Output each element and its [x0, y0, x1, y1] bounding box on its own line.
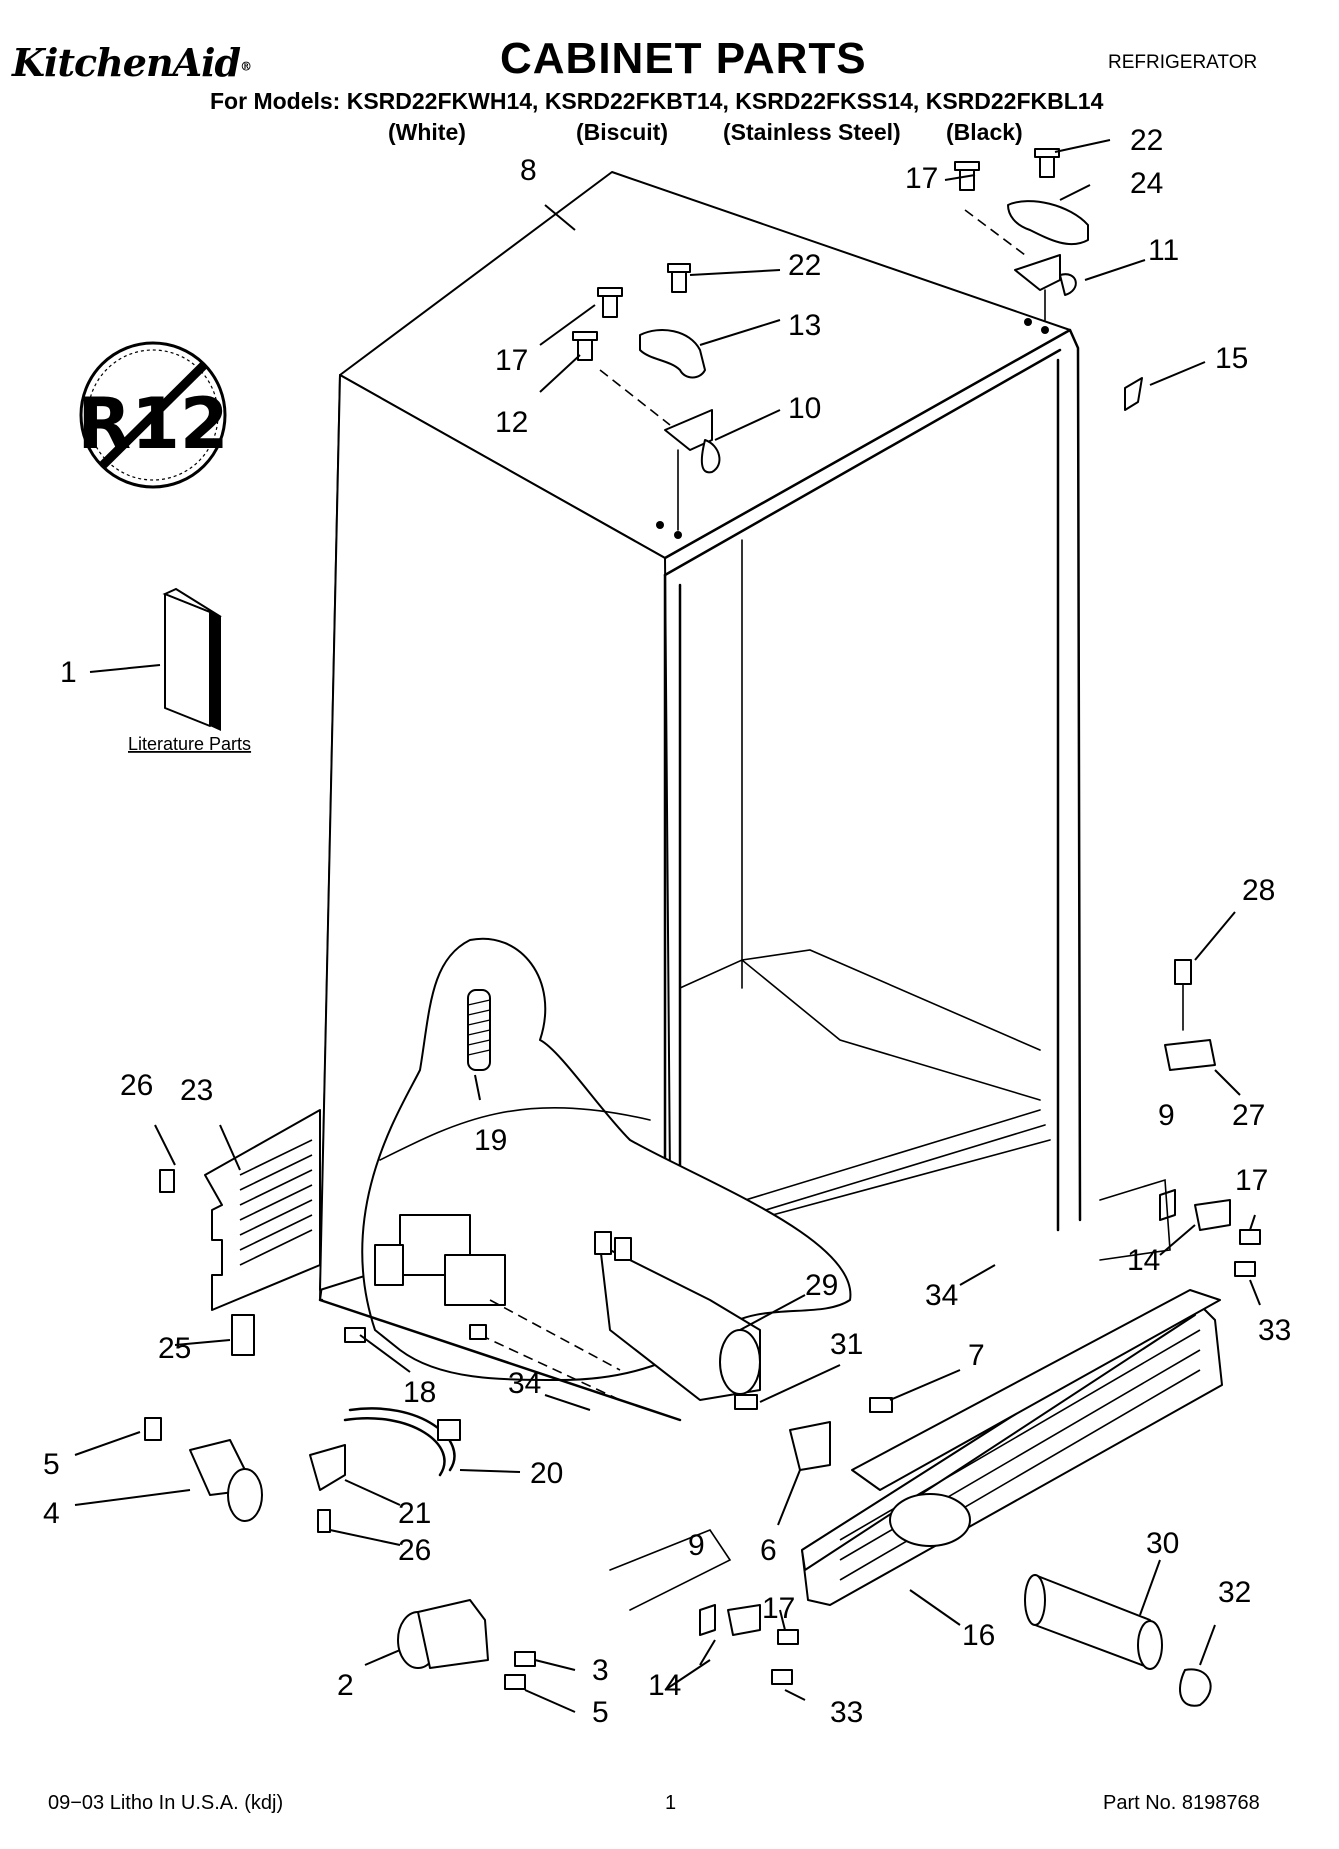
callout-6: 6 — [760, 1534, 777, 1567]
callout-2: 2 — [337, 1669, 354, 1702]
callout-31: 31 — [830, 1328, 863, 1361]
top-hinge-right — [954, 148, 1143, 411]
callout-24: 24 — [1130, 167, 1163, 200]
callout-34-left: 34 — [508, 1367, 541, 1400]
callout-17-right: 17 — [1235, 1164, 1268, 1197]
callout-9-right: 9 — [1158, 1099, 1175, 1132]
variant-white: (White) — [388, 119, 466, 145]
callout-11: 11 — [1148, 234, 1179, 267]
registered-mark: ® — [240, 59, 252, 74]
callout-9-bottom: 9 — [688, 1529, 705, 1562]
callout-26-bottom: 26 — [398, 1534, 431, 1567]
no-r12-badge: R12 — [77, 341, 229, 489]
callout-13: 13 — [788, 309, 821, 342]
page-title: CABINET PARTS — [500, 34, 867, 83]
callout-17-top-right: 17 — [905, 162, 938, 195]
part-number: Part No. 8198768 — [1103, 1792, 1260, 1814]
callout-22-top-left: 22 — [788, 249, 821, 282]
callout-3: 3 — [592, 1654, 609, 1687]
callout-14-bottom: 14 — [648, 1669, 681, 1702]
callout-18: 18 — [403, 1376, 436, 1409]
left-leveling-parts — [609, 1529, 799, 1685]
literature-booklet: Literature Parts — [128, 587, 251, 754]
callout-17-top-left: 17 — [495, 344, 528, 377]
category-label: REFRIGERATOR — [1108, 52, 1258, 73]
top-hinge-left — [572, 263, 721, 539]
cabinet-body — [318, 171, 1082, 1422]
callout-4: 4 — [43, 1497, 60, 1530]
callout-19: 19 — [474, 1124, 507, 1157]
brand-name: KitchenAid — [12, 40, 241, 85]
callout-23: 23 — [180, 1074, 213, 1107]
callout-32: 32 — [1218, 1576, 1251, 1609]
callout-15: 15 — [1215, 342, 1248, 375]
callout-5-left: 5 — [43, 1448, 60, 1481]
base-grille — [801, 1289, 1223, 1606]
clip-and-screws — [231, 1314, 893, 1471]
callout-17-bottom: 17 — [762, 1592, 795, 1625]
water-valve-coil — [467, 989, 491, 1071]
callout-34-right: 34 — [925, 1279, 958, 1312]
callout-5-bottom: 5 — [592, 1696, 609, 1729]
models-line: For Models: KSRD22FKWH14, KSRD22FKBT14, … — [210, 88, 1104, 114]
water-tube — [309, 1407, 461, 1533]
brand-logo: KitchenAid® — [12, 40, 252, 85]
variant-biscuit: (Biscuit) — [576, 119, 668, 145]
callout-21: 21 — [398, 1497, 431, 1530]
literature-parts-label: Literature Parts — [128, 734, 251, 754]
callout-29: 29 — [805, 1269, 838, 1302]
variant-stainless: (Stainless Steel) — [723, 119, 901, 145]
callout-25: 25 — [158, 1332, 191, 1365]
callout-8: 8 — [520, 154, 537, 187]
callout-22-top-right: 22 — [1130, 124, 1163, 157]
front-roller-bracket — [397, 1599, 536, 1690]
roller-assembly — [144, 1417, 263, 1522]
callout-28: 28 — [1242, 874, 1275, 907]
callout-26-left: 26 — [120, 1069, 153, 1102]
callout-1: 1 — [60, 656, 77, 689]
page-number: 1 — [665, 1792, 677, 1814]
callout-numbers: 1 8 22 17 24 11 15 22 13 10 17 12 19 26 … — [43, 124, 1291, 1729]
callout-16: 16 — [962, 1619, 995, 1652]
callout-33-bottom: 33 — [830, 1696, 863, 1729]
water-filter — [1024, 1574, 1212, 1707]
variant-black: (Black) — [946, 119, 1023, 145]
rear-access-panel — [159, 1109, 321, 1311]
callout-12: 12 — [495, 406, 528, 439]
callout-33-right: 33 — [1258, 1314, 1291, 1347]
water-valve — [374, 1214, 621, 1401]
callout-10: 10 — [788, 392, 821, 425]
callout-14-right: 14 — [1127, 1244, 1160, 1277]
leader-lines — [74, 139, 1261, 1713]
callout-30: 30 — [1146, 1527, 1179, 1560]
callout-7: 7 — [968, 1339, 985, 1372]
right-leveling-parts — [1099, 959, 1261, 1277]
footer-litho: 09−03 Litho In U.S.A. (kdj) — [48, 1792, 284, 1814]
callout-27: 27 — [1232, 1099, 1265, 1132]
badge-text: R12 — [77, 383, 228, 465]
callout-20: 20 — [530, 1457, 563, 1490]
